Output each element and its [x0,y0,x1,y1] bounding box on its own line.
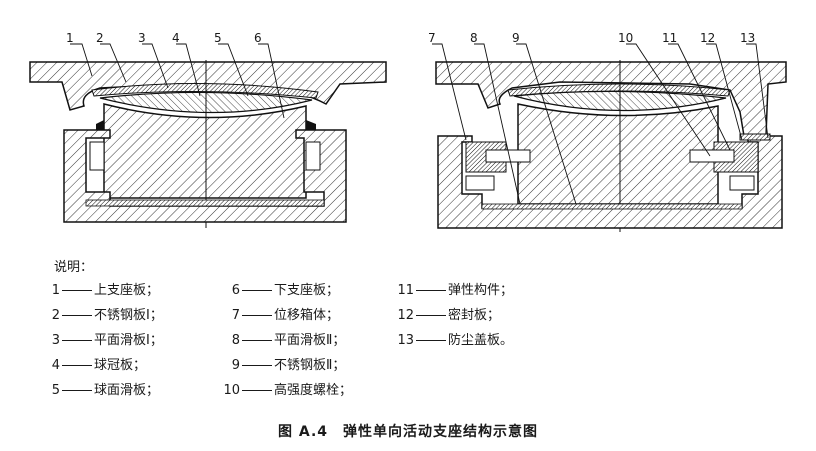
legend-num: 13 [397,333,414,348]
left-guide-block [89,141,105,171]
legend-num: 1 [51,283,60,298]
label-3: 3 [138,31,146,45]
legend-item: 8 平面滑板Ⅱ； [222,332,352,357]
label-9: 9 [512,31,520,45]
part-numbers: 1 2 3 4 5 6 7 8 9 10 11 12 13 [66,31,755,45]
leader-lines [70,43,769,205]
legend-num: 7 [231,308,240,323]
legend-title: 说明： [54,260,94,275]
bolt-right [689,149,735,163]
legend-num: 10 [223,383,240,398]
displacement-box [437,135,783,229]
lower-seat-plate-right [517,103,719,205]
legend-dash [242,340,272,341]
dust-cover [739,133,771,141]
legend-item: 13 防尘盖板。 [396,332,513,357]
legend-item: 1 上支座板； [48,282,163,307]
legend-dash [242,290,272,291]
legend-item: 5 球面滑板； [48,382,163,407]
label-8: 8 [470,31,478,45]
label-2: 2 [96,31,104,45]
legend-dash [62,390,92,391]
label-1: 1 [66,31,74,45]
legend-num: 9 [231,358,240,373]
legend-text: 球冠板； [94,358,147,373]
legend-dash [242,390,272,391]
legend-num: 4 [51,358,60,373]
legend-text: 上支座板； [94,283,160,298]
legend-dash [62,340,92,341]
label-5: 5 [214,31,222,45]
legend-num: 12 [397,308,414,323]
legend-dash [62,365,92,366]
legend-dash [242,315,272,316]
lower-seat-plate [103,103,307,199]
label-13: 13 [740,31,755,45]
legend-text: 平面滑板Ⅰ； [94,333,163,348]
legend-item: 6 下支座板； [222,282,352,307]
label-7: 7 [428,31,436,45]
bottom-slide-plate [85,199,325,207]
legend-num: 5 [51,383,60,398]
legend-text: 高强度螺栓； [274,383,353,398]
legend-column-3: 11 弹性构件； 12 密封板； 13 防尘盖板。 [396,282,513,357]
legend-dash [416,315,446,316]
legend-item: 7 位移箱体； [222,307,352,332]
legend-item: 12 密封板； [396,307,513,332]
base-box [63,129,347,223]
label-12: 12 [700,31,715,45]
spherical-slide-plate [91,82,319,99]
legend-dash [62,290,92,291]
legend-item: 3 平面滑板Ⅰ； [48,332,163,357]
legend-text: 弹性构件； [448,283,514,298]
legend-text: 平面滑板Ⅱ； [274,333,346,348]
legend-text: 不锈钢板Ⅰ； [94,308,163,323]
legend-num: 6 [231,283,240,298]
legend-item: 9 不锈钢板Ⅱ； [222,357,352,382]
label-10: 10 [618,31,633,45]
figure-caption: 图 A.4 弹性单向活动支座结构示意图 [277,424,539,440]
legend-dash [62,315,92,316]
left-bearing [29,60,387,228]
right-bearing [435,60,787,232]
legend-dash [242,365,272,366]
legend-column-2: 6 下支座板； 7 位移箱体； 8 平面滑板Ⅱ； 9 不锈钢板Ⅱ； 10 高强度螺栓； [222,282,352,407]
label-11: 11 [662,31,677,45]
legend-num: 2 [51,308,60,323]
legend-num: 3 [51,333,60,348]
legend-item: 11 弹性构件； [396,282,513,307]
legend-item: 4 球冠板； [48,357,163,382]
bearing-drawing: 1 2 3 4 5 6 7 8 9 10 11 12 13 [29,31,787,232]
legend-num: 11 [397,283,414,298]
guide-left [465,175,495,191]
guide-right [729,175,755,191]
legend-item: 10 高强度螺栓； [222,382,352,407]
legend-text: 密封板； [448,308,501,323]
legend-dash [416,290,446,291]
slide-plate-2 [481,203,743,210]
legend-text: 防尘盖板。 [448,333,514,348]
legend-text: 下支座板； [274,283,340,298]
right-guide-block [305,141,321,171]
legend-text: 球面滑板； [94,383,160,398]
legend-dash [416,340,446,341]
legend-num: 8 [231,333,240,348]
legend-text: 位移箱体； [274,308,340,323]
label-6: 6 [254,31,262,45]
legend-text: 不锈钢板Ⅱ； [274,358,346,373]
legend-item: 2 不锈钢板Ⅰ； [48,307,163,332]
legend-column-1: 1 上支座板； 2 不锈钢板Ⅰ； 3 平面滑板Ⅰ； 4 球冠板； 5 球面滑板； [48,282,163,407]
label-4: 4 [172,31,180,45]
